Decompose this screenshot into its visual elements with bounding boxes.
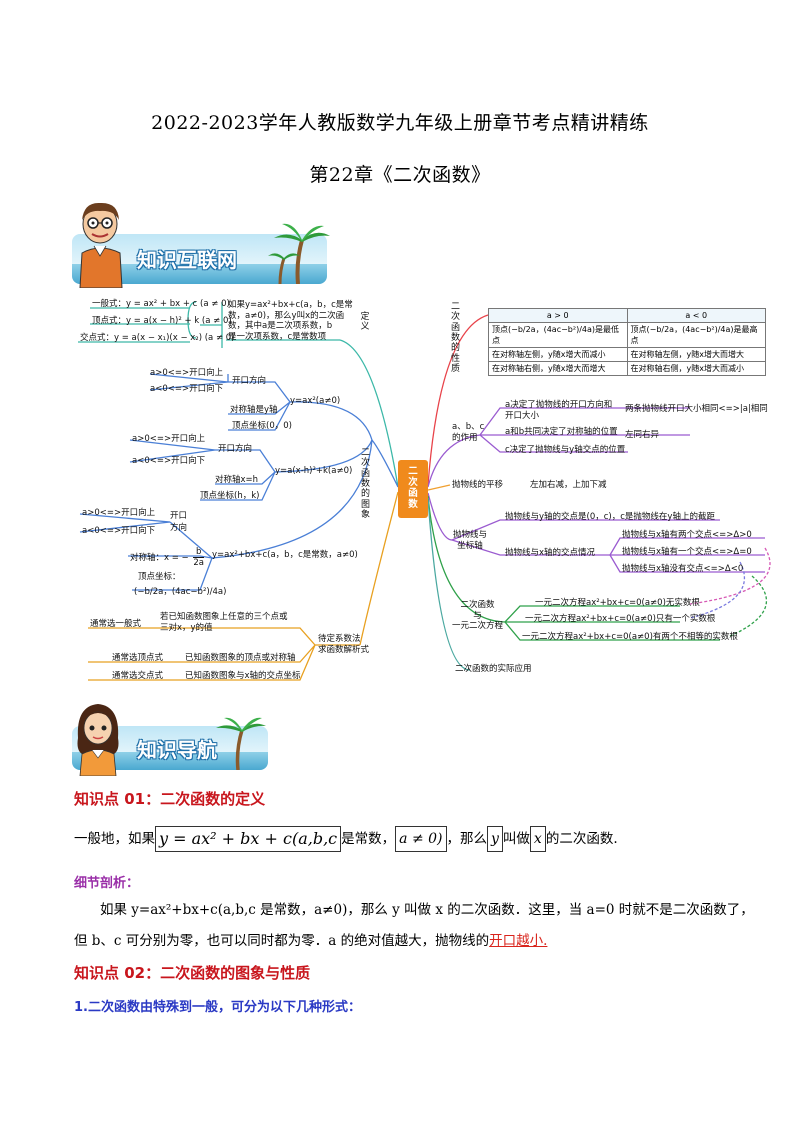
g3-vertex-expr: (−b/2a，(4ac−b²)/4a) bbox=[134, 587, 227, 597]
abc-c-role: c决定了抛物线与y轴交点的位置 bbox=[505, 445, 626, 455]
g2-formula: y=a(x-h)²+k(a≠0) bbox=[275, 466, 353, 476]
teacher-cartoon-icon bbox=[79, 202, 123, 288]
table-head-a-positive: a > 0 bbox=[488, 308, 628, 323]
student-girl-cartoon-icon bbox=[77, 704, 119, 776]
method-intercept-name: 通常选交点式 bbox=[112, 671, 164, 681]
mind-map-center-node: 二次函数 bbox=[398, 460, 428, 518]
g2-vertex: 顶点坐标(h，k) bbox=[200, 491, 260, 501]
g3-a-negative: a<0<=>开口向下 bbox=[82, 526, 156, 536]
banner-label: 知识互联网 bbox=[137, 248, 237, 272]
method-vertex-desc: 已知函数图象的顶点或对称轴 bbox=[185, 653, 296, 663]
kp2-title: 知识点 02：二次函数的图象与性质 bbox=[74, 964, 311, 982]
mind-map-connectors bbox=[78, 301, 771, 681]
axes-case-one: 抛物线与x轴有一个交点<=>Δ=0 bbox=[622, 547, 752, 557]
kp1-highlight-opening: 开口越小. bbox=[489, 933, 548, 949]
g2-a-positive: a>0<=>开口向上 bbox=[132, 434, 206, 444]
g2-axis: 对称轴x=h bbox=[215, 475, 259, 485]
g1-open-direction: 开口方向 bbox=[232, 376, 267, 386]
translate-rule: 左加右减，上加下减 bbox=[530, 480, 607, 490]
abc-ab-role: a和b共同决定了对称轴的位置 bbox=[505, 427, 618, 437]
method-intercept-desc: 已知函数图象与x轴的交点坐标 bbox=[185, 671, 301, 681]
equation-two-roots: 一元二次方程ax²+bx+c=0(a≠0)有两个不相等的实数根 bbox=[522, 632, 738, 642]
axes-label: 抛物线与坐标轴 bbox=[452, 530, 487, 551]
g3-axis-fraction: b 2a bbox=[193, 547, 205, 568]
abc-left-same-right-diff: 左同右异 bbox=[625, 430, 660, 440]
kp1-detail-title: 细节剖析： bbox=[74, 876, 140, 891]
kp1-detail-line1: 如果 y=ax²+bx+c(a,b,c 是常数，a≠0)，那么 y 叫做 x 的… bbox=[100, 902, 754, 918]
axes-x-intercept: 抛物线与x轴的交点情况 bbox=[505, 548, 596, 558]
network-banner: 知识互联网 bbox=[72, 198, 332, 288]
g3-a-positive: a>0<=>开口向上 bbox=[82, 508, 156, 518]
method-general-desc: 若已知函数图象上任意的三个点或 三对x，y的值 bbox=[160, 612, 288, 633]
g1-vertex: 顶点坐标(0，0) bbox=[232, 421, 292, 431]
axes-case-two: 抛物线与x轴有两个交点<=>Δ>0 bbox=[622, 530, 752, 540]
abc-label: a、b、c的作用 bbox=[452, 422, 485, 443]
vertex-form: 顶点式：y = a(x − h)² + k (a ≠ 0) bbox=[92, 316, 232, 326]
table-lowest-point: 顶点(−b/2a，(4ac−b²)/4a)是最低点 bbox=[488, 322, 628, 348]
banner-label: 知识导航 bbox=[137, 738, 217, 762]
g3-formula: y=ax²+bx+c(a，b，c是常数，a≠0) bbox=[212, 550, 358, 560]
kp1-formula-box: y = ax² + bx + c(a,b,c bbox=[155, 826, 342, 852]
definition-label: 定义 bbox=[360, 312, 370, 333]
g1-formula: y=ax²(a≠0) bbox=[290, 396, 341, 406]
method-general-name: 通常选一般式 bbox=[90, 619, 142, 629]
kp1-var-y-box: y bbox=[487, 826, 503, 852]
kp1-var-x-box: x bbox=[529, 826, 546, 852]
intercept-form: 交点式：y = a(x − x₁)(x − x₂) (a ≠ 0) bbox=[80, 333, 235, 343]
g1-a-negative: a<0<=>开口向下 bbox=[150, 384, 224, 394]
g3-open-1: 开口 bbox=[170, 511, 188, 521]
abc-a-role: a决定了抛物线的开口方向和开口大小 bbox=[505, 400, 613, 421]
table-left-side-pos: 在对称轴左侧，y随x增大而减小 bbox=[488, 347, 628, 362]
document-title: 2022-2023学年人教版数学九年级上册章节考点精讲精练 bbox=[151, 112, 649, 134]
kp1-title: 知识点 01：二次函数的定义 bbox=[74, 790, 266, 808]
g1-a-positive: a>0<=>开口向上 bbox=[150, 368, 224, 378]
properties-label: 二次函数的性质 bbox=[450, 302, 460, 375]
g2-a-negative: a<0<=>开口向下 bbox=[132, 456, 206, 466]
mind-map: 二次函数 一般式：y = ax² + bx + c (a ≠ 0) 顶点式：y … bbox=[0, 290, 800, 690]
general-form: 一般式：y = ax² + bx + c (a ≠ 0) bbox=[92, 299, 230, 309]
palm-tree-icon bbox=[216, 717, 266, 770]
kp2-subtitle: 1.二次函数由特殊到一般，可分为以下几种形式： bbox=[74, 1000, 361, 1015]
g1-axis: 对称轴是y轴 bbox=[230, 405, 278, 415]
equation-label: 二次函数 与 一元二次方程 bbox=[452, 600, 504, 632]
chapter-title: 第22章《二次函数》 bbox=[309, 164, 491, 186]
g2-open-direction: 开口方向 bbox=[218, 444, 253, 454]
method-vertex-name: 通常选顶点式 bbox=[112, 653, 164, 663]
table-right-side-neg: 在对称轴右侧，y随x增大而减小 bbox=[626, 361, 766, 376]
equation-no-root: 一元二次方程ax²+bx+c=0(a≠0)无实数根 bbox=[535, 598, 700, 608]
kp1-condition-box: a ≠ 0) bbox=[395, 826, 447, 852]
g3-open-2: 方向 bbox=[170, 523, 188, 533]
graph-label: 二次函数的图象 bbox=[360, 448, 370, 521]
kp1-detail-line2: 但 b、c 可分别为零，也可以同时都为零．a 的绝对值越大，抛物线的开口越小. bbox=[74, 933, 548, 949]
definition-text: 如果y=ax²+bx+c(a，b，c是常 数，a≠0)，那么y叫x的二次函 数，… bbox=[228, 300, 353, 342]
translate-label: 抛物线的平移 bbox=[452, 480, 504, 490]
properties-table: a > 0 a < 0 顶点(−b/2a，(4ac−b²)/4a)是最低点 顶点… bbox=[488, 308, 766, 376]
axes-y-intercept: 抛物线与y轴的交点是(0，c)，c是抛物线在y轴上的截距 bbox=[505, 512, 715, 522]
kp1-definition-line: 一般地，如果 y = ax² + bx + c(a,b,c 是常数， a ≠ 0… bbox=[74, 826, 618, 852]
table-head-a-negative: a < 0 bbox=[626, 308, 766, 323]
equation-one-root: 一元二次方程ax²+bx+c=0(a≠0)只有一个实数根 bbox=[525, 614, 716, 624]
table-highest-point: 顶点(−b/2a，(4ac−b²)/4a)是最高点 bbox=[626, 322, 766, 348]
g3-vertex: 顶点坐标： bbox=[138, 572, 181, 582]
table-left-side-neg: 在对称轴左侧，y随x增大而增大 bbox=[626, 347, 766, 362]
application-label: 二次函数的实际应用 bbox=[455, 664, 532, 674]
g3-axis: 对称轴：x = − b 2a bbox=[130, 547, 205, 568]
method-label: 待定系数法 求函数解析式 bbox=[318, 634, 370, 655]
table-right-side-pos: 在对称轴右侧，y随x增大而增大 bbox=[488, 361, 628, 376]
center-node-label: 二次函数 bbox=[408, 466, 418, 510]
axes-case-none: 抛物线与x轴没有交点<=>Δ<0 bbox=[622, 564, 744, 574]
navigation-banner: 知识导航 bbox=[72, 698, 272, 776]
palm-tree-icon bbox=[268, 223, 330, 284]
abc-same-opening: 两条抛物线开口大小相同<=>|a|相同 bbox=[625, 404, 768, 414]
